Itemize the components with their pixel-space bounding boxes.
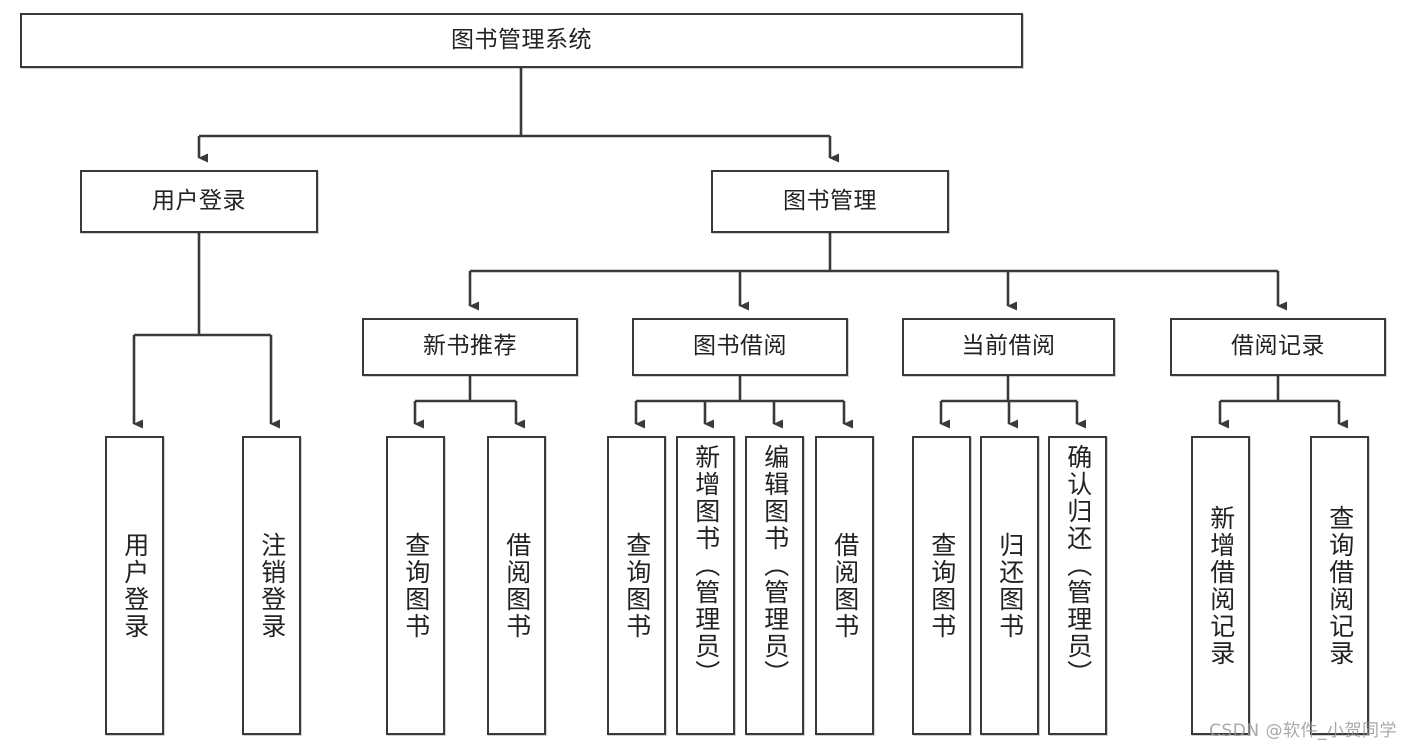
node-label: 借阅图书	[502, 531, 532, 640]
leaf-borrow-record-query-record[interactable]: 查询借阅记录	[1310, 436, 1369, 735]
node-label: 确认归还（管理员）	[1063, 444, 1093, 687]
node-label: 新增图书（管理员）	[691, 444, 721, 687]
node-label: 查询借阅记录	[1325, 504, 1355, 667]
node-label: 注销登录	[257, 531, 287, 640]
csdn-watermark: CSDN @软件_小贺同学	[1209, 721, 1397, 741]
node-label: 查询图书	[927, 531, 957, 640]
leaf-current-borrow-confirm-return[interactable]: 确认归还（管理员）	[1048, 436, 1107, 735]
leaf-book-borrow-borrow-book[interactable]: 借阅图书	[815, 436, 874, 735]
leaf-current-borrow-return-book[interactable]: 归还图书	[980, 436, 1039, 735]
node-borrow-record[interactable]: 借阅记录	[1170, 318, 1386, 376]
leaf-book-borrow-add-book[interactable]: 新增图书（管理员）	[676, 436, 735, 735]
node-new-book-recommend[interactable]: 新书推荐	[362, 318, 578, 376]
leaf-user-login-logout[interactable]: 注销登录	[242, 436, 301, 735]
node-label: 新增借阅记录	[1206, 504, 1236, 667]
leaf-borrow-record-add-record[interactable]: 新增借阅记录	[1191, 436, 1250, 735]
node-label: 查询图书	[622, 531, 652, 640]
node-label: 当前借阅	[961, 333, 1056, 360]
node-label: 图书管理	[783, 187, 877, 214]
node-label: 借阅记录	[1231, 333, 1325, 360]
leaf-current-borrow-query-book[interactable]: 查询图书	[912, 436, 971, 735]
node-label: 归还图书	[995, 531, 1025, 640]
node-label: 图书管理系统	[451, 26, 592, 53]
node-current-borrow[interactable]: 当前借阅	[902, 318, 1115, 376]
leaf-book-borrow-edit-book[interactable]: 编辑图书（管理员）	[745, 436, 804, 735]
node-book-borrow[interactable]: 图书借阅	[632, 318, 848, 376]
node-label: 用户登录	[120, 531, 150, 640]
node-book-management[interactable]: 图书管理	[711, 170, 949, 233]
leaf-user-login-login[interactable]: 用户登录	[105, 436, 164, 735]
node-label: 图书借阅	[693, 333, 787, 360]
node-label: 新书推荐	[423, 333, 517, 360]
node-label: 借阅图书	[830, 531, 860, 640]
leaf-new-book-borrow-book[interactable]: 借阅图书	[487, 436, 546, 735]
node-label: 编辑图书（管理员）	[760, 444, 790, 687]
node-root-book-management-system[interactable]: 图书管理系统	[20, 13, 1023, 68]
node-label: 用户登录	[152, 187, 246, 214]
node-label: 查询图书	[401, 531, 431, 640]
node-user-login[interactable]: 用户登录	[80, 170, 318, 233]
leaf-book-borrow-query-book[interactable]: 查询图书	[607, 436, 666, 735]
leaf-new-book-query-book[interactable]: 查询图书	[386, 436, 445, 735]
